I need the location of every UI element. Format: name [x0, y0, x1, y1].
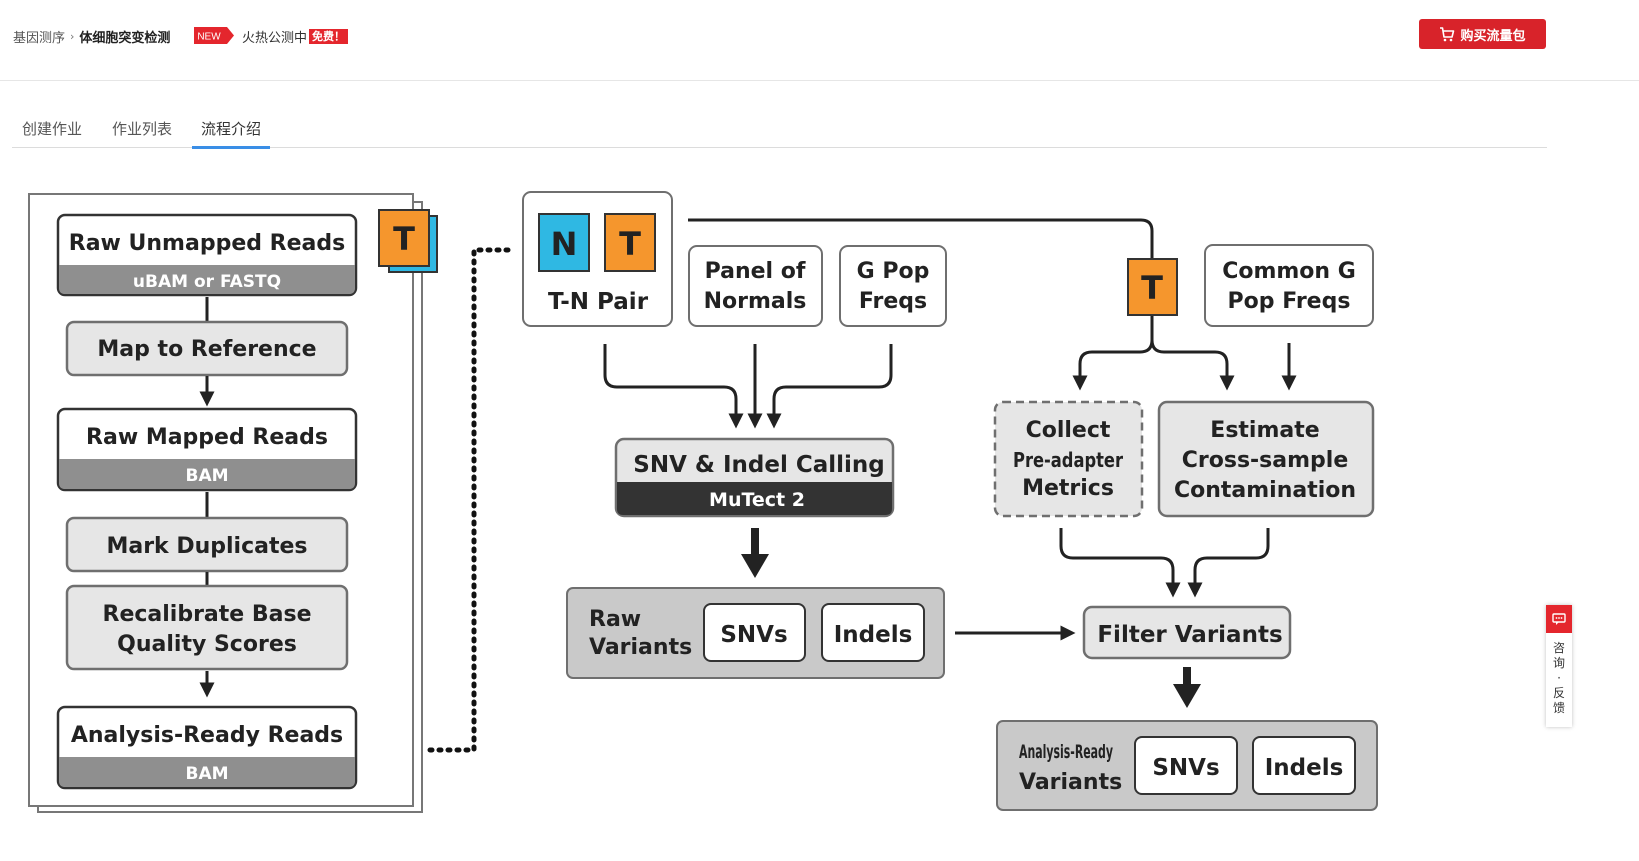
- analysis-ready-reads-box: Analysis-Ready Reads BAM: [56, 705, 358, 790]
- raw-unmapped-reads-box: Raw Unmapped Reads uBAM or FASTQ: [56, 213, 358, 297]
- recalibrate-line2: Quality Scores: [117, 632, 297, 657]
- estimate-line2: Cross-sample: [1182, 448, 1349, 473]
- breadcrumb-current: 体细胞突变检测: [79, 31, 171, 46]
- tumor-tag-stack: T: [378, 209, 438, 273]
- raw-variants-panel: Raw Variants SNVs Indels: [566, 587, 945, 679]
- estimate-line1: Estimate: [1210, 418, 1319, 443]
- collect-line2: Pre-adapter: [1013, 448, 1123, 472]
- raw-mapped-reads-label: Raw Mapped Reads: [86, 425, 328, 450]
- normal-tag-text: N: [551, 225, 578, 263]
- final-variants-line1: Analysis-Ready: [1019, 741, 1113, 763]
- new-badge: NEW: [194, 27, 234, 44]
- tab-pipeline-intro[interactable]: 流程介绍: [192, 118, 271, 149]
- promo-text: 火热公测中 免费！: [242, 27, 349, 46]
- raw-indels-label: Indels: [834, 622, 913, 648]
- buy-traffic-button[interactable]: 购买流量包: [1419, 19, 1546, 49]
- raw-variants-line2: Variants: [589, 635, 692, 660]
- cart-icon: [1440, 26, 1455, 41]
- gpop-freqs-box: G Pop Freqs: [839, 245, 947, 327]
- collect-preadapter-box: Collect Pre-adapter Metrics: [993, 400, 1144, 518]
- recalibrate-line1: Recalibrate Base: [103, 602, 312, 627]
- filter-variants-label: Filter Variants: [1097, 622, 1282, 648]
- gpop-line1: G Pop: [857, 259, 930, 284]
- consult-label: 咨询·反馈: [1552, 641, 1565, 715]
- raw-unmapped-reads-label: Raw Unmapped Reads: [69, 231, 345, 256]
- dotted-connector: [427, 247, 515, 753]
- raw-mapped-reads-box: Raw Mapped Reads BAM: [56, 407, 358, 492]
- collect-line3: Metrics: [1022, 476, 1114, 501]
- new-badge-text: NEW: [197, 32, 221, 43]
- tab-bar: 创建作业 作业列表 流程介绍: [12, 110, 1547, 149]
- mark-duplicates-box: Mark Duplicates: [65, 516, 349, 573]
- pon-line1: Panel of: [705, 259, 806, 284]
- raw-snvs-label: SNVs: [720, 622, 787, 648]
- recalibrate-base-box: Recalibrate Base Quality Scores: [65, 584, 349, 671]
- common-gpop-freqs-box: Common G Pop Freqs: [1204, 244, 1374, 327]
- final-snvs-label: SNVs: [1152, 755, 1219, 781]
- input-arrows: [603, 344, 893, 429]
- calling-down-arrow: [741, 528, 769, 578]
- map-to-reference-label: Map to Reference: [97, 337, 316, 362]
- filter-down-arrow: [1173, 667, 1201, 708]
- breadcrumb: 基因测序 › 体细胞突变检测: [13, 27, 170, 46]
- common-line1: Common G: [1222, 259, 1356, 284]
- raw-variants-line1: Raw: [589, 607, 641, 632]
- final-indels-label: Indels: [1265, 755, 1344, 781]
- tumor-tag-text-3: T: [1141, 269, 1163, 307]
- breadcrumb-separator: ›: [70, 30, 75, 43]
- tumor-tag-text-2: T: [619, 225, 641, 263]
- mark-duplicates-label: Mark Duplicates: [106, 534, 307, 559]
- snv-indel-calling-box: SNV & Indel Calling MuTect 2: [614, 437, 895, 518]
- calling-tool: MuTect 2: [709, 489, 805, 511]
- tumor-branch-line: [688, 218, 1154, 258]
- tab-job-list[interactable]: 作业列表: [112, 120, 173, 138]
- top-bar: 基因测序 › 体细胞突变检测 NEW 火热公测中 免费！ 购买流量包: [0, 0, 1639, 81]
- analysis-ready-variants-panel: Analysis-Ready Variants SNVs Indels: [996, 720, 1378, 811]
- estimate-contamination-box: Estimate Cross-sample Contamination: [1157, 400, 1375, 518]
- collect-line1: Collect: [1026, 418, 1111, 443]
- common-line2: Pop Freqs: [1228, 289, 1351, 314]
- hot-text: 火热公测中: [242, 31, 308, 46]
- tumor-tag-text: T: [393, 220, 415, 258]
- analysis-ready-reads-label: Analysis-Ready Reads: [71, 723, 343, 748]
- tumor-tag-contam: T: [1127, 258, 1178, 316]
- consult-feedback-widget[interactable]: 咨询·反馈: [1546, 605, 1572, 727]
- calling-title: SNV & Indel Calling: [633, 452, 884, 478]
- pon-line2: Normals: [704, 289, 807, 314]
- tn-pair-box: N T T-N Pair: [522, 191, 673, 327]
- analysis-ready-format: BAM: [185, 764, 228, 784]
- panel-of-normals-box: Panel of Normals: [688, 245, 823, 327]
- gpop-line2: Freqs: [859, 289, 927, 314]
- filter-input-arrows: [1059, 528, 1270, 598]
- free-badge: 免费！: [309, 29, 349, 44]
- buy-button-label: 购买流量包: [1460, 28, 1526, 44]
- final-variants-line2: Variants: [1019, 770, 1122, 795]
- filter-variants-box: Filter Variants: [1082, 605, 1292, 660]
- estimate-line3: Contamination: [1174, 478, 1356, 503]
- map-to-reference-box: Map to Reference: [65, 320, 349, 377]
- tn-pair-label: T-N Pair: [548, 289, 649, 315]
- chat-icon: [1546, 605, 1572, 633]
- raw-unmapped-format: uBAM or FASTQ: [133, 272, 281, 292]
- breadcrumb-root[interactable]: 基因测序: [13, 31, 66, 46]
- tumor-split-arrows: [1072, 316, 1235, 391]
- tab-create-job[interactable]: 创建作业: [22, 120, 83, 138]
- raw-mapped-format: BAM: [185, 466, 228, 486]
